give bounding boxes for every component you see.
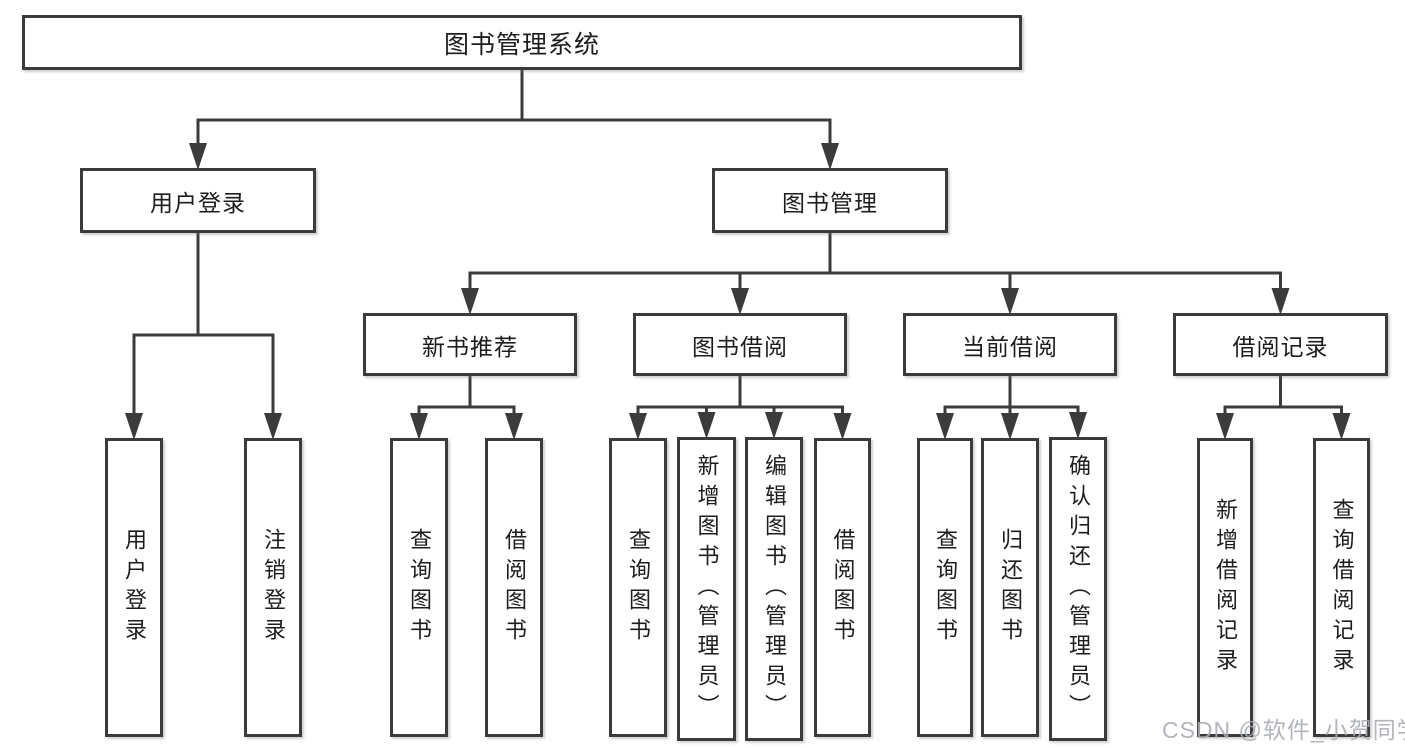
node-new-book-rec: 新书推荐 <box>363 313 577 376</box>
node-label-leaf-query-book-borrow: 查询图书 <box>626 527 651 648</box>
node-leaf-add-record: 新增借阅记录 <box>1197 438 1253 737</box>
node-label-book-borrow: 图书借阅 <box>692 333 788 360</box>
arrowhead-icon <box>1001 413 1019 440</box>
node-leaf-query-book-current: 查询图书 <box>917 438 973 737</box>
arrowhead-icon <box>410 413 428 440</box>
arrowhead-icon <box>833 413 852 440</box>
node-leaf-confirm-return: 确认归还（管理员） <box>1049 437 1107 741</box>
arrowhead-icon <box>125 413 143 440</box>
node-leaf-edit-book: 编辑图书（管理员） <box>745 437 803 741</box>
node-book-mgmt: 图书管理 <box>712 168 948 233</box>
node-label-current-borrow: 当前借阅 <box>962 333 1058 360</box>
arrowhead-icon <box>264 413 282 440</box>
node-label-leaf-add-book: 新增图书（管理员） <box>694 454 720 724</box>
node-book-borrow: 图书借阅 <box>633 313 847 376</box>
arrowhead-icon <box>1001 288 1019 315</box>
node-label-leaf-query-book-rec: 查询图书 <box>407 527 432 648</box>
node-label-leaf-add-record: 新增借阅记录 <box>1213 497 1238 678</box>
node-leaf-query-book-borrow: 查询图书 <box>609 438 667 737</box>
node-label-new-book-rec: 新书推荐 <box>422 333 518 360</box>
node-label-leaf-logout: 注销登录 <box>261 527 286 648</box>
node-leaf-add-book: 新增图书（管理员） <box>677 437 736 741</box>
node-current-borrow: 当前借阅 <box>903 313 1117 376</box>
node-label-leaf-query-record: 查询借阅记录 <box>1329 497 1355 678</box>
arrowhead-icon <box>1332 413 1351 440</box>
node-leaf-return-book: 归还图书 <box>981 438 1039 737</box>
arrowhead-icon <box>505 413 523 440</box>
arrowhead-icon <box>821 143 839 170</box>
node-label-root: 图书管理系统 <box>443 30 600 59</box>
node-label-user-login: 用户登录 <box>150 189 246 216</box>
node-label-leaf-edit-book: 编辑图书（管理员） <box>762 454 787 724</box>
arrowhead-icon <box>765 412 783 439</box>
node-root: 图书管理系统 <box>22 15 1022 70</box>
arrowhead-icon <box>1271 288 1290 315</box>
node-user-login: 用户登录 <box>80 168 316 233</box>
watermark-text: CSDN @软件_小贺同学 <box>1162 717 1405 743</box>
node-label-leaf-query-book-current: 查询图书 <box>933 527 958 648</box>
node-leaf-borrow-book-rec: 借阅图书 <box>485 438 543 737</box>
node-label-leaf-borrow-book-borrow: 借阅图书 <box>830 527 856 648</box>
arrowhead-icon <box>1069 412 1087 439</box>
arrowhead-icon <box>936 413 954 440</box>
arrowhead-icon <box>461 288 479 315</box>
arrowhead-icon <box>1216 413 1234 440</box>
node-leaf-query-book-rec: 查询图书 <box>390 438 448 737</box>
node-leaf-query-record: 查询借阅记录 <box>1313 438 1370 737</box>
arrowhead-icon <box>189 143 207 170</box>
node-label-leaf-return-book: 归还图书 <box>998 527 1023 648</box>
node-borrow-record: 借阅记录 <box>1173 313 1388 376</box>
arrowhead-icon <box>731 288 749 315</box>
node-label-book-mgmt: 图书管理 <box>782 189 878 216</box>
arrowhead-icon <box>629 413 647 440</box>
node-leaf-user-login: 用户登录 <box>105 438 163 737</box>
node-label-leaf-confirm-return: 确认归还（管理员） <box>1066 454 1091 724</box>
node-leaf-borrow-book-borrow: 借阅图书 <box>814 438 871 737</box>
node-label-leaf-borrow-book-rec: 借阅图书 <box>502 527 527 648</box>
node-label-borrow-record: 借阅记录 <box>1232 333 1329 360</box>
node-leaf-logout: 注销登录 <box>244 438 302 737</box>
arrowhead-icon <box>697 412 716 439</box>
node-label-leaf-user-login: 用户登录 <box>122 527 147 648</box>
